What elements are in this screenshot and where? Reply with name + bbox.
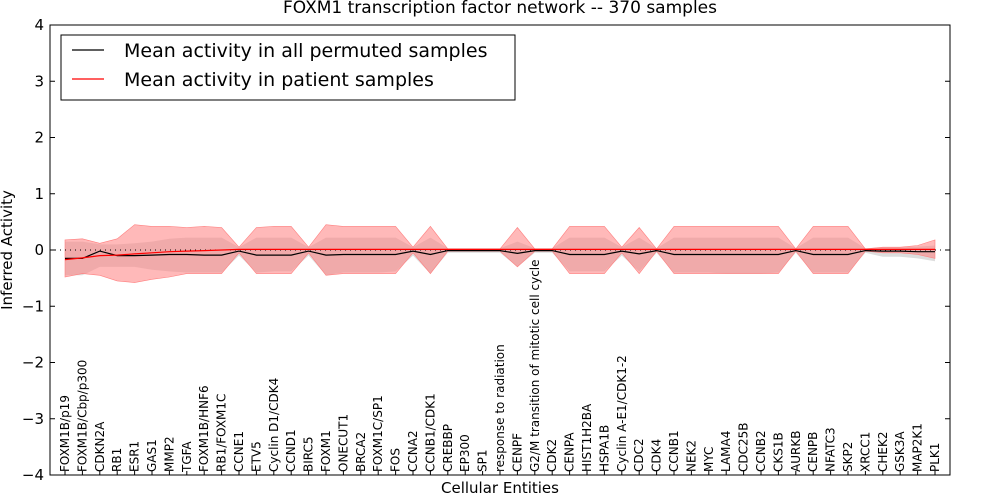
x-tick-label: RB1 <box>110 448 124 472</box>
x-tick-label: Cyclin D1/CDK4 <box>267 378 281 472</box>
x-tick-label: FOS <box>389 448 403 472</box>
x-tick-label: HIST1H2BA <box>580 403 594 472</box>
chart-title: FOXM1 transcription factor network -- 37… <box>283 0 717 18</box>
x-tick-label: LAMA4 <box>719 431 733 472</box>
x-tick-label: PLK1 <box>928 443 942 472</box>
x-tick-label: BRCA2 <box>354 432 368 472</box>
x-tick-label: Cyclin A-E1/CDK1-2 <box>615 355 629 472</box>
y-axis-label: Inferred Activity <box>0 190 16 310</box>
legend: Mean activity in all permuted samples Me… <box>60 34 516 101</box>
x-tick-label: AURKB <box>789 431 803 472</box>
x-tick-label: CDC25B <box>737 423 751 473</box>
x-axis-label: Cellular Entities <box>441 479 559 497</box>
x-tick-label: CCNA2 <box>406 430 420 472</box>
y-tick-label: 0 <box>34 241 44 259</box>
y-tick-label: 4 <box>34 16 44 34</box>
x-tick-label: FOXM1B/Cbp/p300 <box>75 360 89 472</box>
x-tick-label: FOXM1B/p19 <box>58 395 72 472</box>
y-tick-label: −1 <box>22 297 44 315</box>
x-tick-label: CDC2 <box>632 438 646 472</box>
x-tick-label: CHEK2 <box>876 432 890 473</box>
x-tick-label: NFATC3 <box>824 427 838 472</box>
x-tick-label: CDKN2A <box>93 421 107 472</box>
x-tick-label: BIRC5 <box>302 436 316 472</box>
x-tick-label: CENPB <box>806 432 820 472</box>
x-tick-label: G2/M transition of mitotic cell cycle <box>528 259 542 472</box>
y-tick-label: 1 <box>34 185 44 203</box>
y-tick-label: −2 <box>22 354 44 372</box>
x-tick-label: CCNE1 <box>232 431 246 472</box>
x-tick-label: response to radiation <box>493 344 507 472</box>
permuted-mean-line <box>65 249 935 259</box>
x-tick-label: CCNB2 <box>754 430 768 472</box>
x-tick-label: GSK3A <box>893 431 907 472</box>
x-tick-label: EP300 <box>458 434 472 472</box>
x-tick-label: CKS1B <box>771 432 785 472</box>
x-tick-label: TGFA <box>180 441 194 473</box>
x-tick-label: CDK4 <box>650 439 664 472</box>
x-tick-label: NEK2 <box>684 440 698 472</box>
x-tick-label: FOXM1C/SP1 <box>371 395 385 472</box>
x-tick-label: ETV5 <box>249 441 263 472</box>
x-tick-label: MMP2 <box>162 436 176 472</box>
y-tick-label: 3 <box>34 72 44 90</box>
legend-box <box>60 34 516 101</box>
x-tick-label: HSPA1B <box>597 425 611 472</box>
patient-band <box>64 224 936 283</box>
x-tick-label: MYC <box>702 447 716 472</box>
x-tick-label: SKP2 <box>841 442 855 472</box>
y-tick-label: −3 <box>22 410 44 428</box>
legend-label-patient: Mean activity in patient samples <box>124 69 434 91</box>
x-tick-label: FOXM1 <box>319 430 333 472</box>
x-tick-label: CREBBP <box>441 424 455 472</box>
x-tick-label: GAS1 <box>145 439 159 472</box>
x-tick-label: CCNB1/CDK1 <box>423 393 437 472</box>
patient-mean-line <box>64 248 935 261</box>
y-tick-label: −4 <box>22 466 44 484</box>
x-tick-label: FOXM1B/HNF6 <box>197 385 211 472</box>
x-tick-label: ONECUT1 <box>336 414 350 472</box>
x-tick-label: CENPF <box>510 433 524 472</box>
x-tick-label: XRCC1 <box>858 432 872 472</box>
x-tick-label: CCNB1 <box>667 430 681 472</box>
x-tick-label: CENPA <box>563 432 577 472</box>
x-tick-label: CDK2 <box>545 439 559 472</box>
x-tick-label: RB1/FOXM1C <box>215 394 229 472</box>
x-tick-label: MAP2K1 <box>911 423 925 472</box>
x-tick-label: SP1 <box>476 450 490 473</box>
y-tick-label: 2 <box>34 129 44 147</box>
plot-frame <box>49 24 951 476</box>
x-tick-label: ESR1 <box>128 441 142 472</box>
x-tick-label: CCND1 <box>284 429 298 472</box>
legend-label-permuted: Mean activity in all permuted samples <box>124 40 487 62</box>
